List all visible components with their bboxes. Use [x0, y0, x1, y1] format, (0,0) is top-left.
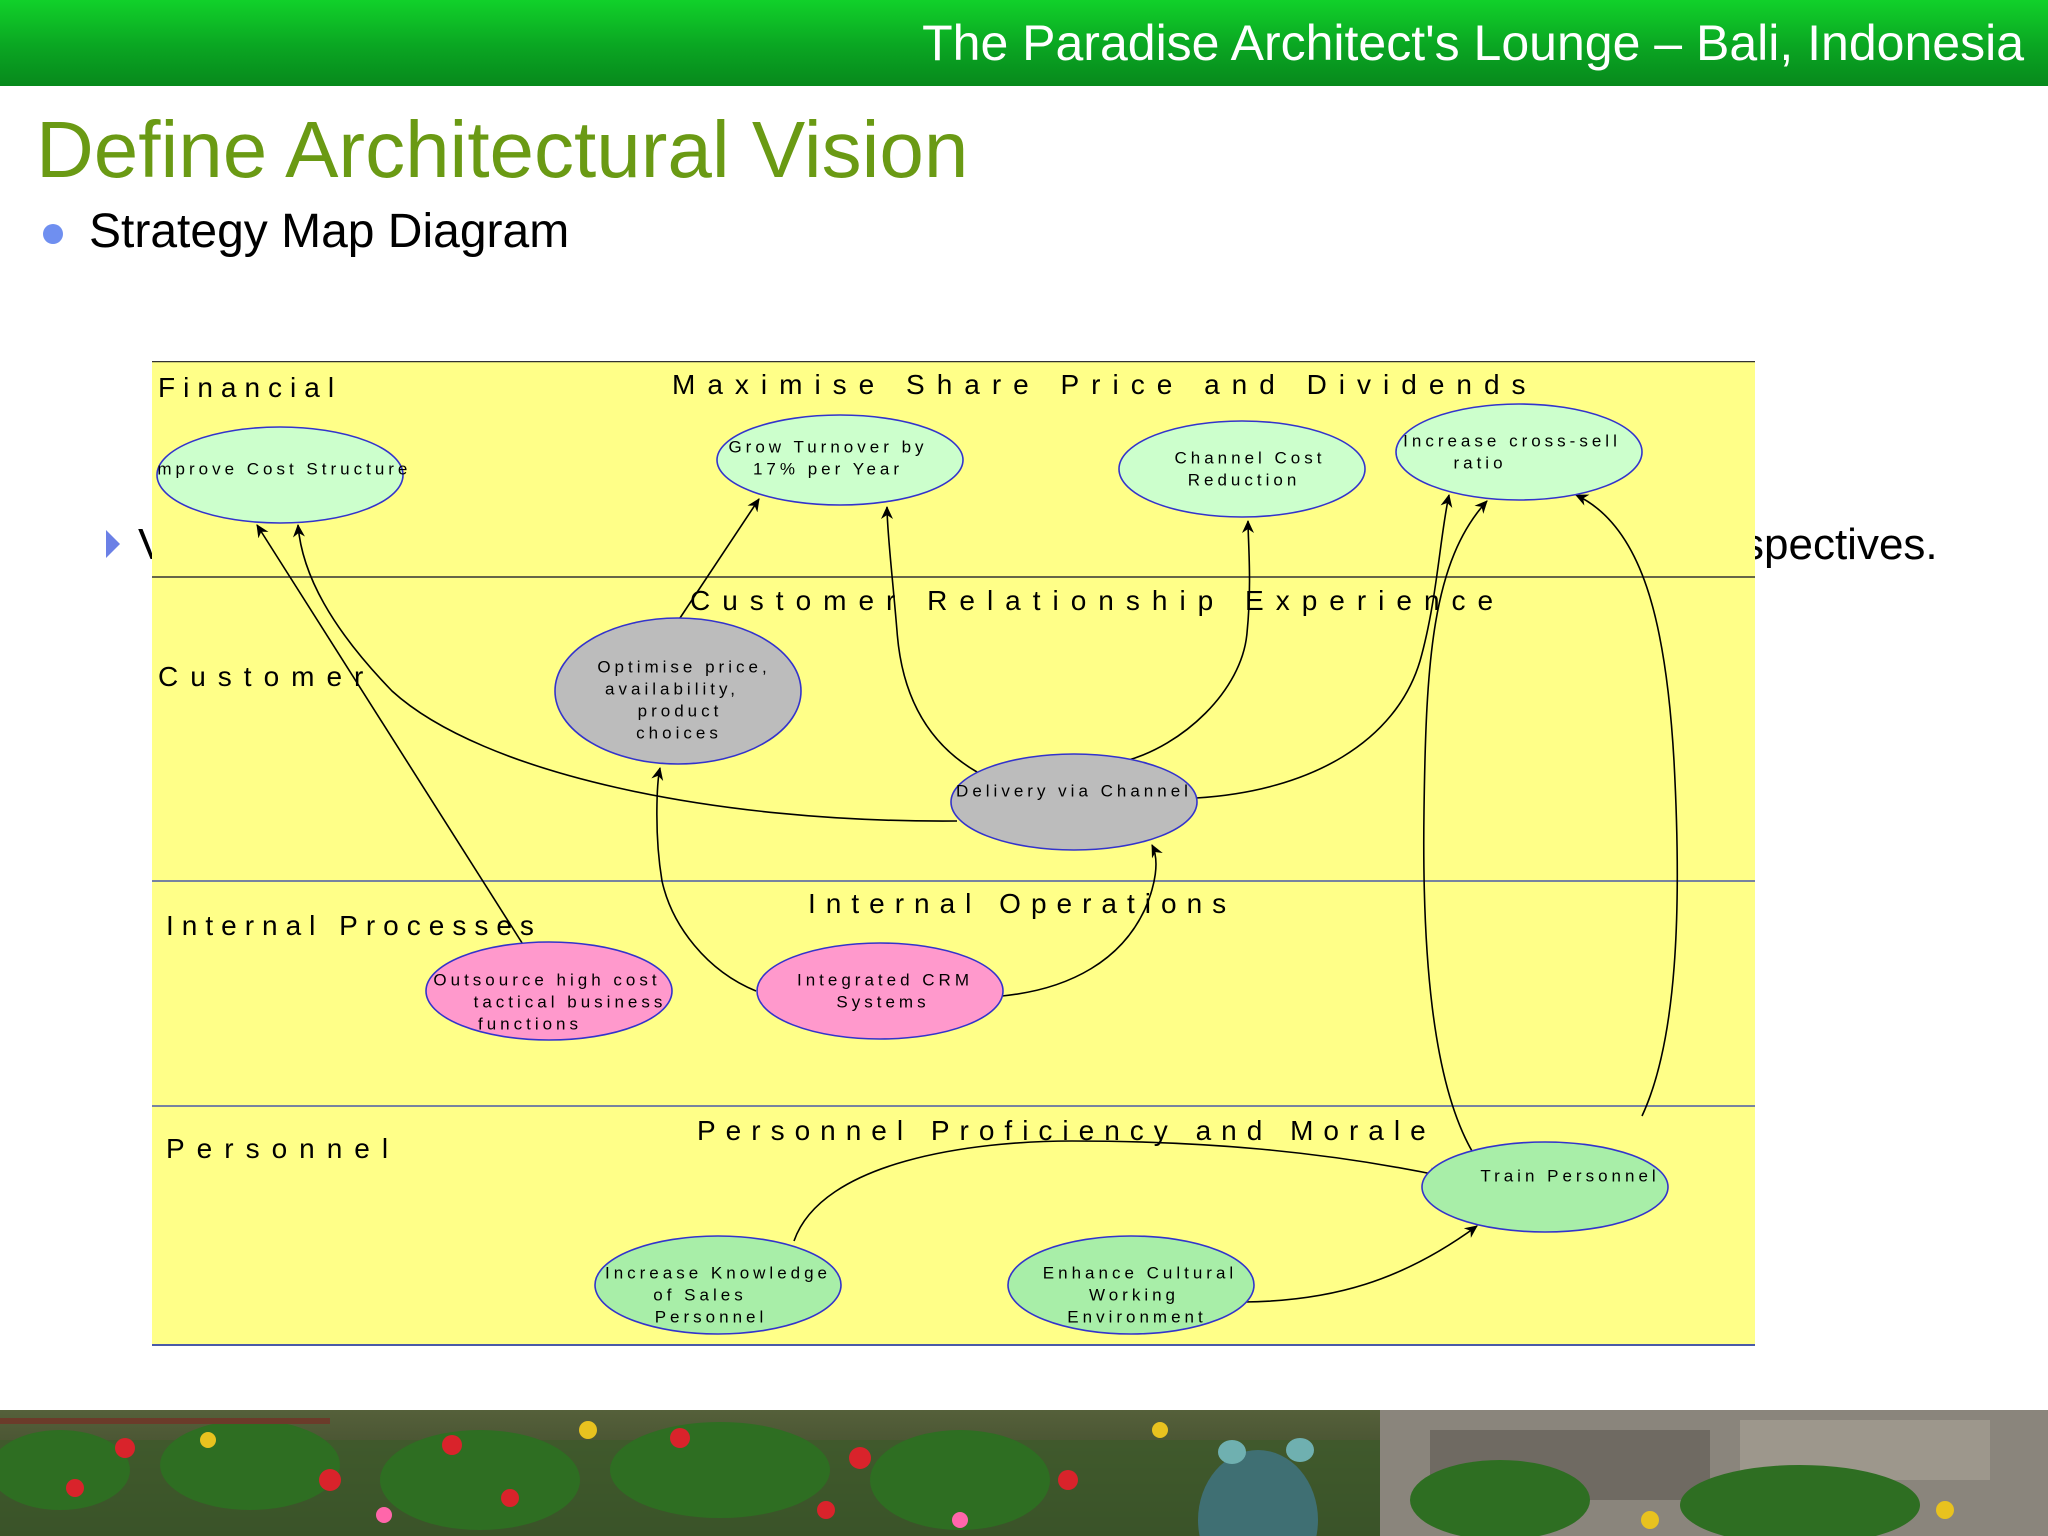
edge-outsource-to-improve-cost	[256, 524, 525, 947]
node-label: Integrated CRM	[797, 970, 973, 989]
node-label: Systems	[836, 992, 929, 1011]
node-delivery-via-channel: Delivery via Channel	[950, 753, 1198, 851]
node-label: Improve Cost Structure	[152, 459, 411, 478]
node-increase-cross-sell: Increase cross-sell ratio	[1395, 403, 1643, 501]
theme-internal-operations: Internal Operations	[808, 888, 1236, 919]
node-label: functions	[478, 1014, 582, 1033]
edge-crm-to-delivery	[1001, 844, 1163, 997]
edge-optimise-to-grow-turnover	[679, 498, 760, 619]
slide-title: Define Architectural Vision	[36, 105, 969, 194]
node-label: product	[638, 701, 723, 720]
edges	[256, 494, 1679, 1303]
edge-delivery-to-improve-cost	[292, 524, 958, 822]
node-label: Train Personnel	[1480, 1166, 1659, 1185]
node-label: Channel Cost	[1174, 448, 1325, 467]
garden-photo-strip	[0, 1410, 2048, 1536]
node-label: Increase Knowledge	[605, 1263, 831, 1282]
node-label: Delivery via Channel	[956, 781, 1192, 800]
node-optimise-price: Optimise price, availability, product ch…	[554, 617, 802, 765]
node-label: Working	[1089, 1285, 1179, 1304]
node-label: Outsource high cost	[433, 970, 660, 989]
header-banner: The Paradise Architect's Lounge – Bali, …	[0, 0, 2048, 86]
edge-delivery-to-cross-sell	[1195, 494, 1453, 799]
node-label: 17% per Year	[753, 459, 903, 478]
lane-label-financial: Financial	[158, 372, 342, 403]
bullet-strategy-map: Strategy Map Diagram	[89, 205, 570, 258]
edge-culture-to-train	[1243, 1225, 1478, 1303]
node-integrated-crm: Integrated CRM Systems	[756, 942, 1004, 1040]
edge-train-to-cross-sell-left	[1422, 500, 1488, 1152]
node-label: tactical business	[474, 992, 667, 1011]
node-enhance-cultural: Enhance Cultural Working Environment	[1007, 1235, 1255, 1335]
edge-delivery-to-grow-turnover	[881, 506, 978, 773]
node-grow-turnover: Grow Turnover by 17% per Year	[716, 414, 964, 506]
banner-title: The Paradise Architect's Lounge – Bali, …	[922, 15, 2024, 71]
node-label: Reduction	[1188, 470, 1301, 489]
node-label: availability,	[605, 679, 739, 698]
lane-label-personnel: Personnel	[166, 1133, 400, 1164]
node-label: Grow Turnover by	[728, 437, 927, 456]
edge-crm-to-optimise	[651, 767, 757, 992]
sub-bullet-arrow-icon	[106, 530, 120, 558]
theme-financial: Maximise Share Price and Dividends	[672, 369, 1538, 400]
sub-bullet-fragment-right: spectives.	[1742, 520, 1938, 569]
node-label: Increase cross-sell	[1403, 431, 1621, 450]
node-improve-cost-structure: Improve Cost Structure	[152, 426, 411, 524]
strategy-map-diagram: Financial Customer Internal Processes Pe…	[152, 361, 1755, 1346]
node-label: choices	[636, 723, 722, 742]
node-label: Enhance Cultural	[1043, 1263, 1237, 1282]
bullet-dot-icon	[43, 224, 63, 244]
lane-label-customer: Customer	[158, 661, 375, 692]
lane-label-internal-processes: Internal Processes	[166, 910, 542, 941]
node-channel-cost-reduction: Channel Cost Reduction	[1118, 420, 1366, 518]
node-increase-knowledge: Increase Knowledge of Sales Personnel	[594, 1235, 842, 1335]
node-train-personnel: Train Personnel	[1421, 1141, 1669, 1233]
node-label: ratio	[1453, 453, 1506, 472]
theme-customer: Customer Relationship Experience	[690, 585, 1505, 616]
edge-train-to-cross-sell-right	[1575, 494, 1679, 1117]
node-label: Optimise price,	[597, 657, 770, 676]
node-label: Environment	[1067, 1307, 1206, 1326]
edge-delivery-to-channel-cost	[1124, 520, 1255, 762]
node-outsource-high-cost: Outsource high cost tactical business fu…	[425, 941, 673, 1041]
node-label: Personnel	[655, 1307, 768, 1326]
node-label: of Sales	[653, 1285, 746, 1304]
edge-knowledge-to-train	[793, 1140, 1443, 1242]
